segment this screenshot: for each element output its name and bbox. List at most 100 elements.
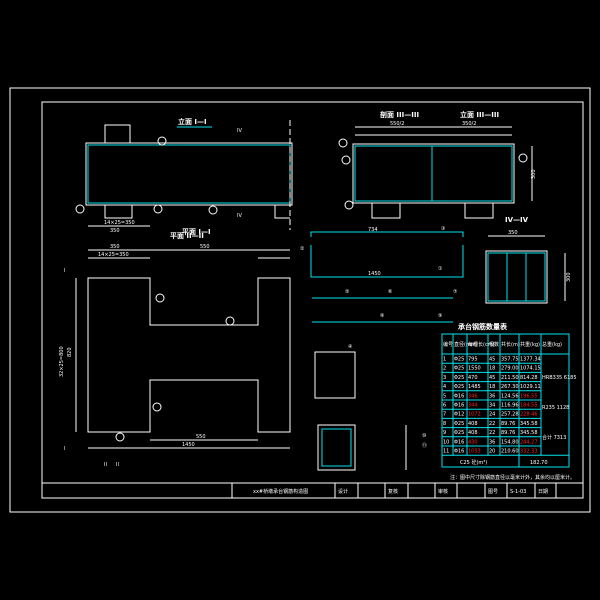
reviewer-label: 复核 [388,488,398,495]
table-header-cell: 直径(mm) [454,341,478,348]
table-cell: 1377.34 [520,357,541,363]
table-cell: 7 [443,412,446,418]
dim-sec-right: 350/2 [462,121,476,127]
table-cell: Φ25 [454,357,464,363]
table-cell: 2 [443,366,446,372]
table-cell: 211.50 [501,375,519,381]
table-cell: Φ12 [454,412,464,418]
bar-label: ④ [348,344,353,350]
table-cell: 45 [489,375,495,381]
view-title-plan: 平面 II—II [170,232,204,240]
view-title-elevation: 立面 I—I [178,117,207,126]
table-cell: 470 [468,375,478,381]
table-cell: 184.55 [520,403,538,409]
section-iii-view: 剖面 III—III 立面 III—III 550/2 350/2 300 [338,110,537,219]
table-header-cell: 共重(kg) [520,341,540,348]
title-block: xx#桥墩承台钢筋构造图 设计 复核 审核 图号 S-1-03 日期 [42,482,583,498]
table-cell: 1074.15 [520,366,541,372]
section-mark: IV [237,213,242,219]
designer-label: 设计 [338,488,348,495]
bar-label: ③ [441,226,445,232]
table-cell: 8 [443,421,446,427]
table-cell: 1 [443,357,446,363]
concrete-label: C25 砼(m³) [460,459,487,466]
table-cell: 116.96 [501,403,519,409]
table-title: 承台钢筋数量表 [458,322,508,331]
dim-sec-left: 550/2 [390,121,404,127]
table-cell: 34 [489,403,495,409]
table-cell: 346 [468,393,478,399]
bar-label: ① [438,266,443,272]
rebar-shapes: 734 1450 ③ ① ② ⑤ ⑥ ⑦ ⑧ ⑨ ④ ⑩ ⑪ [300,226,464,471]
table-cell: Φ25 [454,384,464,390]
plan-view: 平面 II—II 350 550 14×25=350 820 32×25=800… [59,232,291,468]
dim-plan-total: 1450 [182,442,195,448]
table-cell: 36 [489,393,495,399]
table-cell: 1072 [468,412,481,418]
dim-plan-side: 32×25=800 [59,346,65,377]
table-header-cell: 总重(kg) [542,341,562,348]
dim-elev-sub: 14×25=350 [104,220,135,226]
concrete-value: 182.70 [530,460,548,466]
drawing-no-value: S-1-03 [510,489,526,495]
table-cell: 3 [443,375,446,381]
table-cell: 210.60 [501,449,519,455]
dim-plan-height: 820 [67,347,73,357]
date-label: 日期 [538,489,548,495]
table-total-cell: R235 1128 [542,405,569,411]
bar-label: ② [300,246,305,252]
table-cell: Φ16 [454,449,464,455]
section-mark: II [104,462,107,468]
table-cell: 332.33 [520,449,538,455]
section-mark: II [116,462,119,468]
table-cell: Φ25 [454,366,464,372]
view-title-section3b: 立面 III—III [460,110,499,119]
dim-bar-len: 734 [368,227,378,233]
table-cell: Φ16 [454,393,464,399]
table-cell: 124.56 [501,393,519,399]
table-total-cell: 合计 7313 [542,434,566,441]
approver-label: 审核 [438,488,448,495]
view-title-section4: IV—IV [505,216,529,224]
table-cell: 345.58 [520,430,538,436]
table-cell: Φ25 [454,421,464,427]
table-cell: 267.30 [501,384,519,390]
dim-plan-mid-bottom: 550 [196,434,206,440]
table-cell: 36 [489,439,495,445]
table-cell: 344 [468,403,478,409]
table-cell: 18 [489,384,495,390]
outer-border [9,87,591,513]
table-cell: 89.76 [501,421,515,427]
bar-label: ⑥ [388,289,393,295]
table-header-cell: 每根长(cm) [468,341,495,348]
table-cell: Φ16 [454,439,464,445]
table-cell: 154.80 [501,439,519,445]
dim-bar-bottom: 1450 [368,271,381,277]
dim-plan-left: 350 [110,244,120,250]
table-cell: 4 [443,384,446,390]
table-note: 注：图中尺寸除钢筋直径以毫米计外，其余均以厘米计。 [450,474,575,481]
table-cell: 1485 [468,384,481,390]
rebar-quantity-table: 承台钢筋数量表 编号直径(mm)每根长(cm)根数共长(m)共重(kg)总重(k… [441,322,577,481]
table-cell: Φ16 [454,403,464,409]
view-title-section3a: 剖面 III—III [380,110,419,119]
table-cell: 6 [443,403,446,409]
table-cell: 22 [489,430,495,436]
view-title-elevation-bottom: 平面 I—I [182,228,211,236]
table-cell: Φ25 [454,430,464,436]
table-cell: 89.76 [501,430,515,436]
table-cell: 408 [468,430,478,436]
table-cell: 795 [468,357,478,363]
table-cell: 345.58 [520,421,538,427]
bar-label: ⑦ [453,289,458,295]
dim-sec-height: 300 [531,169,537,179]
section-iv-view: IV—IV 350 300 [485,216,572,304]
table-cell: 18 [489,366,495,372]
table-cell: 1550 [468,366,481,372]
table-cell: 22 [489,421,495,427]
dim-iv-width: 350 [508,230,518,236]
section-mark: I [64,446,65,452]
section-mark: IV [237,128,242,134]
table-cell: 20 [489,449,495,455]
